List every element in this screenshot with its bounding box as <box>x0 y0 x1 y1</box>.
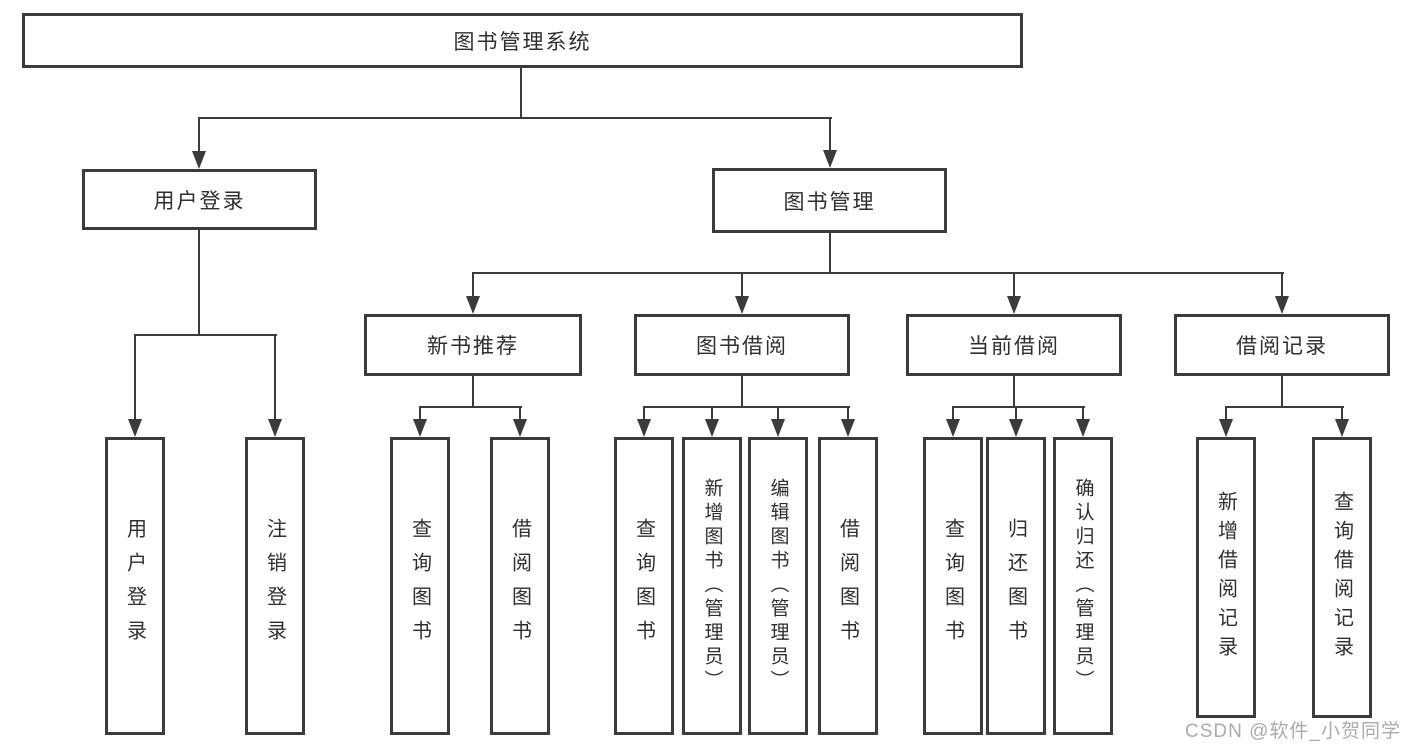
leaf-borrow-edit-admin: 编辑图书（管理员） <box>748 437 808 735</box>
leaf-newbooks-borrow: 借阅图书 <box>490 437 550 735</box>
arrowhead-icon <box>268 419 282 437</box>
arrowhead-icon <box>513 419 527 437</box>
leaf-current-return-label: 归还图书 <box>1004 518 1027 654</box>
connector-line <box>1341 406 1343 420</box>
connector-line <box>1015 406 1017 420</box>
connector-line <box>198 117 200 151</box>
leaf-newbooks-query: 查询图书 <box>390 437 450 735</box>
connector-line <box>1281 376 1283 408</box>
arrowhead-icon <box>946 419 960 437</box>
leaf-records-query-label: 查询借阅记录 <box>1330 490 1353 665</box>
leaf-records-query: 查询借阅记录 <box>1312 437 1372 718</box>
arrowhead-icon <box>1335 419 1349 437</box>
node-current-borrow: 当前借阅 <box>906 314 1122 376</box>
arrowhead-icon <box>413 419 427 437</box>
connector-line <box>472 272 1284 274</box>
leaf-newbooks-query-label: 查询图书 <box>408 518 431 654</box>
connector-line <box>1013 376 1015 408</box>
node-root-label: 图书管理系统 <box>453 30 592 54</box>
arrowhead-icon <box>637 419 651 437</box>
connector-line <box>134 334 277 336</box>
node-book-management: 图书管理 <box>712 168 947 233</box>
leaf-records-add: 新增借阅记录 <box>1196 437 1256 718</box>
node-new-book-recommend: 新书推荐 <box>364 314 582 376</box>
connector-line <box>741 272 743 296</box>
connector-line <box>711 406 713 420</box>
leaf-current-confirm-admin-label: 确认归还（管理员） <box>1072 478 1094 694</box>
connector-line <box>274 334 276 419</box>
node-book-borrow-label: 图书借阅 <box>696 335 788 358</box>
connector-line <box>643 406 850 408</box>
connector-line <box>1013 272 1015 296</box>
leaf-records-add-label: 新增借阅记录 <box>1214 490 1237 665</box>
connector-line <box>1281 272 1283 296</box>
connector-line <box>777 406 779 420</box>
node-borrow-records: 借阅记录 <box>1174 314 1390 376</box>
leaf-borrow-query-label: 查询图书 <box>632 518 655 654</box>
connector-line <box>519 406 521 420</box>
leaf-borrow-borrow: 借阅图书 <box>818 437 878 735</box>
connector-line <box>741 376 743 408</box>
csdn-watermark: CSDN @软件_小贺同学 <box>1185 721 1401 742</box>
connector-line <box>520 68 522 118</box>
arrowhead-icon <box>771 419 785 437</box>
connector-line <box>952 406 954 420</box>
connector-line <box>1225 406 1344 408</box>
connector-line <box>419 406 421 420</box>
node-user-login-label: 用户登录 <box>153 189 246 213</box>
connector-line <box>419 406 522 408</box>
connector-line <box>643 406 645 420</box>
connector-line <box>829 117 831 150</box>
leaf-current-query-label: 查询图书 <box>941 518 964 654</box>
arrowhead-icon <box>1007 296 1021 314</box>
arrowhead-icon <box>128 419 142 437</box>
connector-line <box>952 406 1085 408</box>
arrowhead-icon <box>1009 419 1023 437</box>
arrowhead-icon <box>1219 419 1233 437</box>
leaf-logout: 注销登录 <box>245 437 305 735</box>
connector-line <box>198 230 200 336</box>
connector-line <box>1082 406 1084 420</box>
arrowhead-icon <box>705 419 719 437</box>
connector-line <box>472 376 474 408</box>
connector-line <box>829 233 831 274</box>
node-book-borrow: 图书借阅 <box>634 314 850 376</box>
leaf-borrow-query: 查询图书 <box>614 437 674 735</box>
leaf-borrow-add-admin: 新增图书（管理员） <box>682 437 742 735</box>
arrowhead-icon <box>1275 296 1289 314</box>
leaf-borrow-edit-admin-label: 编辑图书（管理员） <box>767 478 789 694</box>
arrowhead-icon <box>735 296 749 314</box>
node-user-login: 用户登录 <box>82 169 317 230</box>
node-root: 图书管理系统 <box>22 13 1023 68</box>
connector-line <box>198 117 832 119</box>
node-current-borrow-label: 当前借阅 <box>968 335 1060 358</box>
arrowhead-icon <box>466 296 480 314</box>
leaf-logout-label: 注销登录 <box>263 518 286 654</box>
leaf-user-login: 用户登录 <box>105 437 165 735</box>
node-book-management-label: 图书管理 <box>783 190 876 214</box>
leaf-user-login-label: 用户登录 <box>123 518 146 654</box>
leaf-current-query: 查询图书 <box>923 437 983 735</box>
node-borrow-records-label: 借阅记录 <box>1236 335 1328 358</box>
arrowhead-icon <box>192 151 206 169</box>
leaf-borrow-borrow-label: 借阅图书 <box>836 518 859 654</box>
arrowhead-icon <box>1076 419 1090 437</box>
connector-line <box>847 406 849 420</box>
arrowhead-icon <box>841 419 855 437</box>
connector-line <box>134 334 136 419</box>
leaf-borrow-add-admin-label: 新增图书（管理员） <box>701 478 723 694</box>
connector-line <box>472 272 474 296</box>
connector-line <box>1225 406 1227 420</box>
leaf-current-confirm-admin: 确认归还（管理员） <box>1053 437 1113 735</box>
leaf-current-return: 归还图书 <box>986 437 1046 735</box>
node-new-book-recommend-label: 新书推荐 <box>427 335 519 358</box>
leaf-newbooks-borrow-label: 借阅图书 <box>508 518 531 654</box>
arrowhead-icon <box>823 150 837 168</box>
